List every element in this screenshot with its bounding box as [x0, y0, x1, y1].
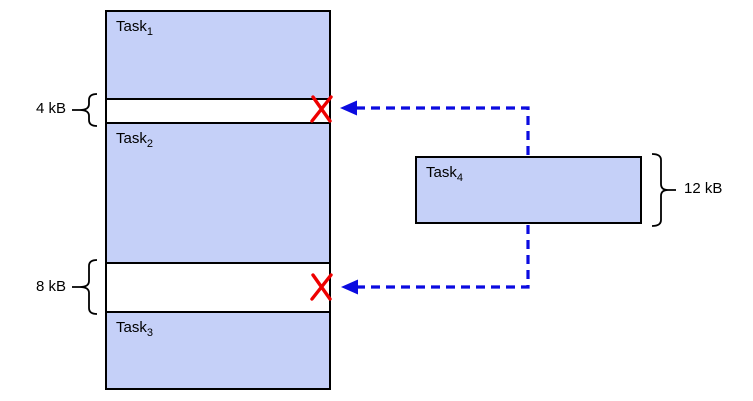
task1-block: Task1: [107, 12, 329, 98]
task3-label: Task3: [116, 319, 153, 339]
gap-size-label-8kb: 8 kB: [35, 278, 66, 295]
arrowhead-8kb-icon: [341, 279, 358, 295]
brace-8kb-icon: [72, 259, 98, 315]
arrow-to-4kb-gap: [357, 106, 530, 155]
incoming-task4-box: Task4: [415, 156, 642, 224]
memory-column: Task1 Task2 Task3: [105, 10, 331, 390]
free-gap-8kb: [107, 262, 329, 311]
free-gap-4kb: [107, 98, 329, 122]
brace-4kb-icon: [72, 93, 98, 127]
task2-block: Task2: [107, 122, 329, 262]
task4-label: Task4: [426, 164, 463, 184]
gap-size-label-4kb: 4 kB: [35, 100, 66, 117]
arrow-to-8kb-gap: [358, 225, 530, 289]
task1-label: Task1: [116, 18, 153, 38]
task4-size-label: 12 kB: [684, 180, 723, 197]
brace-12kb-icon: [651, 153, 676, 227]
arrowhead-4kb-icon: [340, 100, 357, 116]
task2-label: Task2: [116, 130, 153, 150]
task3-block: Task3: [107, 311, 329, 388]
